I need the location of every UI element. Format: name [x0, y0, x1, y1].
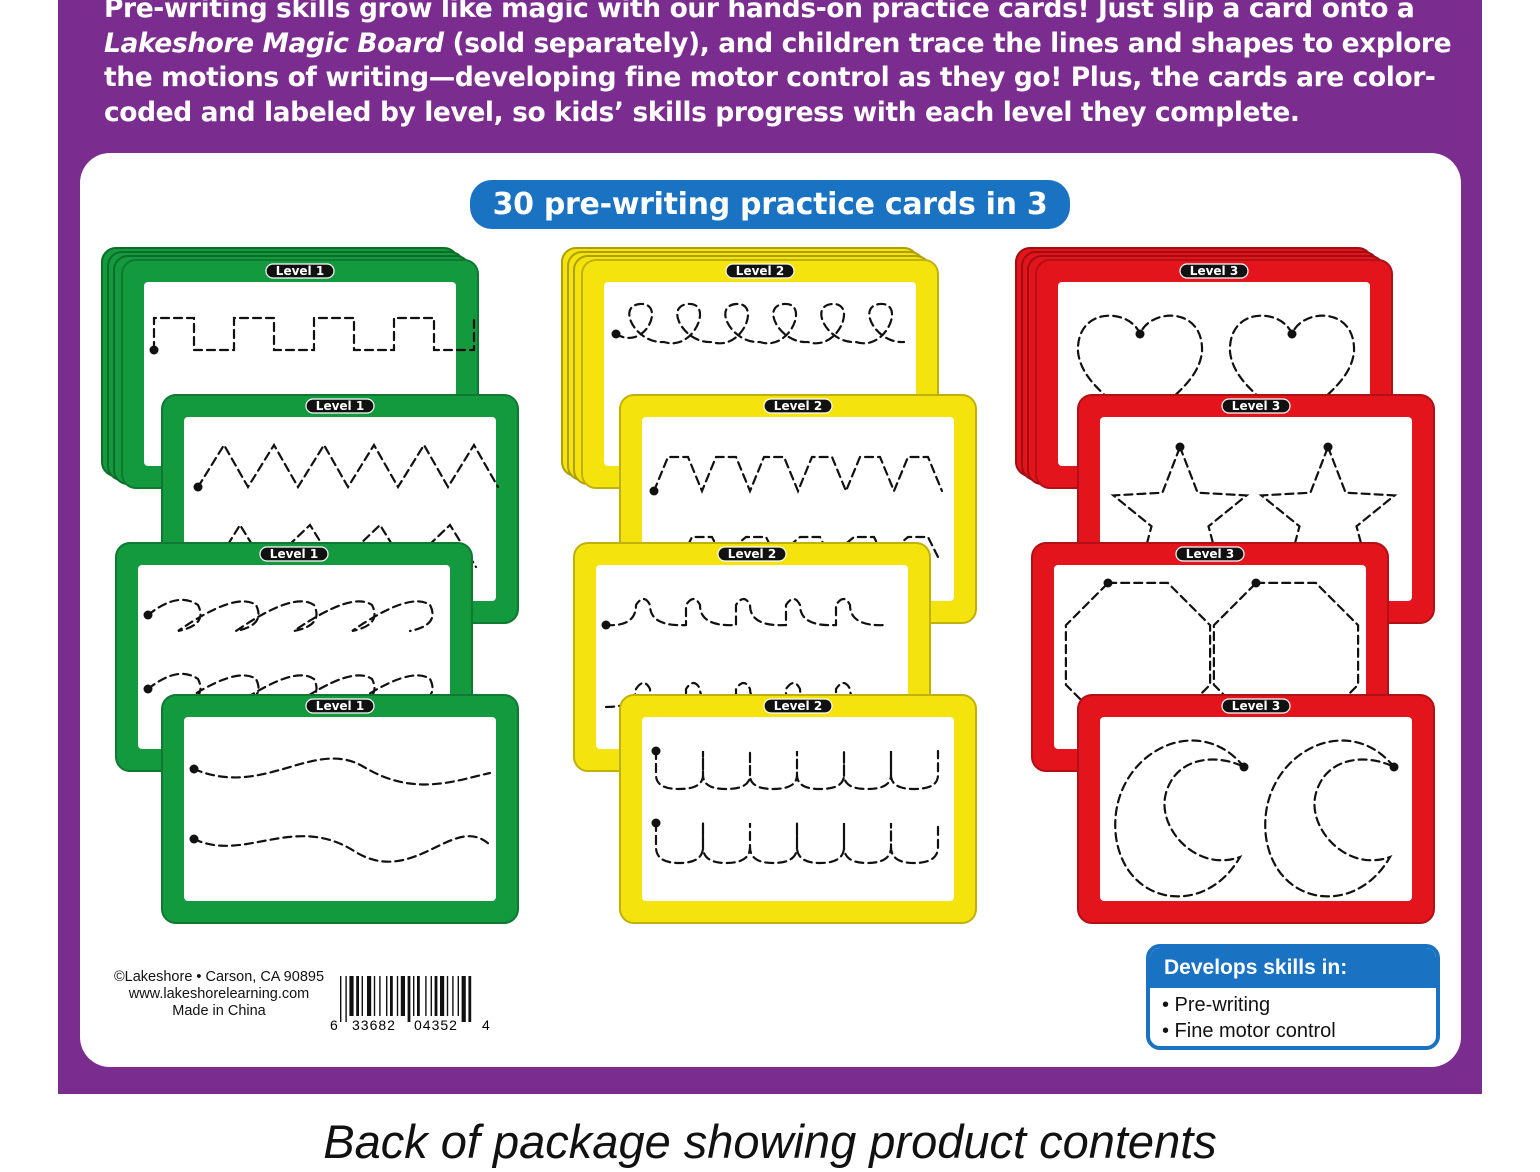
card-level-label: Level 3	[1186, 547, 1234, 561]
skills-list: • Pre-writing • Fine motor control	[1150, 988, 1436, 1044]
barcode: 6 33682 04352 4	[330, 976, 490, 1033]
skills-box: Develops skills in: • Pre-writing • Fine…	[1146, 944, 1440, 1050]
barcode-left-digits: 33682	[352, 1017, 396, 1033]
card-group-level-1: Level 1 Level 1 Level 1 Level 1	[101, 247, 519, 924]
skill-item: • Pre-writing	[1162, 994, 1271, 1016]
manufacturer-website: www.lakeshorelearning.com	[128, 986, 310, 1002]
manufacturer-address: ©Lakeshore • Carson, CA 90895	[113, 969, 325, 985]
card-level-label: Level 2	[774, 699, 822, 713]
card-level-label: Level 2	[774, 399, 822, 413]
card-level-label: Level 1	[270, 547, 318, 561]
skills-title: Develops skills in:	[1150, 948, 1436, 988]
manufacturer-origin: Made in China	[172, 1003, 266, 1019]
barcode-bars	[340, 976, 472, 1022]
intro-text-part2: (sold separately), and children trace th…	[104, 27, 1452, 128]
card-level-label: Level 2	[736, 264, 784, 278]
card-level-label: Level 3	[1232, 399, 1280, 413]
barcode-right-digits: 04352	[414, 1017, 458, 1033]
manufacturer-info: ©Lakeshore • Carson, CA 90895 www.lakesh…	[108, 969, 330, 1020]
barcode-check-digit: 4	[482, 1017, 490, 1033]
skill-item: • Fine motor control	[1162, 1020, 1336, 1042]
card-level-label: Level 1	[316, 399, 364, 413]
intro-text: Pre-writing skills grow like magic with …	[104, 0, 1464, 130]
image-caption: Back of package showing product contents	[323, 1115, 1217, 1168]
intro-text-part1: Pre-writing skills grow like magic with …	[104, 0, 1415, 24]
card-level-label: Level 2	[728, 547, 776, 561]
card-group-level-2: Level 2 Level 2 Level 2 Level 2	[561, 247, 977, 924]
card-level-label: Level 3	[1190, 264, 1238, 278]
card-level-label: Level 1	[276, 264, 324, 278]
barcode-lead-digit: 6	[330, 1017, 338, 1033]
intro-brand: Lakeshore Magic Board	[104, 27, 444, 59]
card-group-level-3: Level 3 Level 3 Level 3 Level 3	[1015, 247, 1435, 924]
card-level-label: Level 1	[316, 699, 364, 713]
card-level-label: Level 3	[1232, 699, 1280, 713]
